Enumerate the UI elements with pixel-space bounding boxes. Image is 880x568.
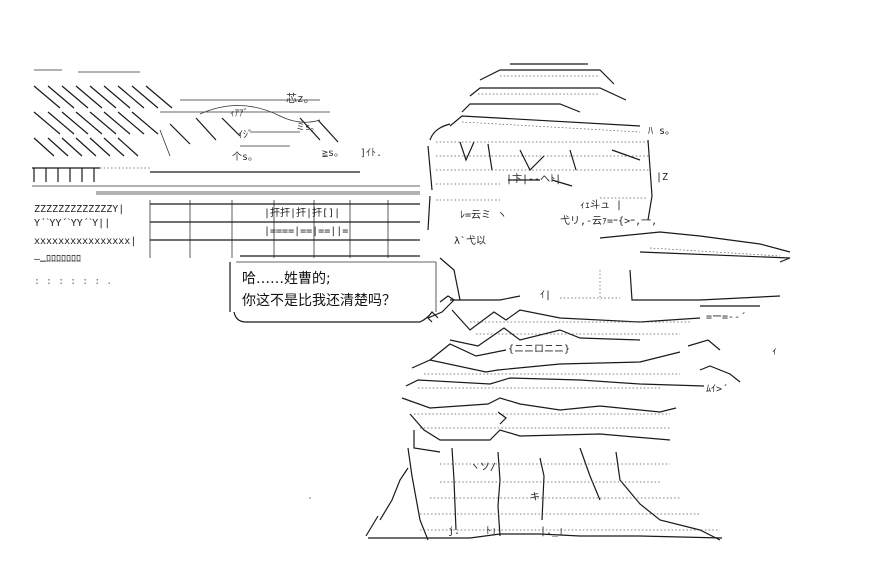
svg-text:|扞扞|扞|扞[]|: |扞扞|扞|扞[]| [264, 207, 340, 219]
svg-text:ﾑｲ>´: ﾑｲ>´ [706, 383, 728, 395]
svg-text:{ニニロニニ}: {ニニロニニ} [508, 344, 570, 355]
svg-text:|._」: |._」 [540, 526, 568, 537]
speech-bubble: 哈……姓曹的; 你这不是比我还清楚吗？ [226, 268, 438, 324]
svg-text:ｲｼﾞ: ｲｼﾞ [238, 129, 253, 141]
svg-text:λ`弋以: λ`弋以 [454, 234, 486, 247]
svg-text:弋リ,-云ｧ=ｰ{>ｰ,一,: 弋リ,-云ｧ=ｰ{>ｰ,一, [560, 214, 657, 227]
svg-text:ｨｪ斗ュ |: ｨｪ斗ュ | [580, 199, 622, 211]
svg-text:=ー=--´: =ー=--´ [706, 311, 746, 323]
svg-text:|卞|--へﾄ|: |卞|--へﾄ| [506, 172, 561, 185]
robed-figure: |Z ﾊ s。 |卞|--へﾄ| ｨｪ斗ュ | ﾚ=云ミ ヽ 弋リ,-云ｧ=ｰ{… [309, 63, 791, 541]
svg-text:ｲ|: ｲ| [540, 290, 551, 301]
speech-bubble-frame [229, 261, 439, 323]
svg-text:≧s。: ≧s。 [322, 148, 344, 159]
dialogue-line-1: 哈……姓曹的; [242, 271, 331, 287]
svg-text:ｨ: ｨ [772, 346, 777, 357]
rooftop-hatching: ミs。 芯z。 ｨｱｱ゛ ｲｼﾞ 个s。 ≧s。 ]ｲﾄ. [33, 69, 382, 163]
svg-text:ヽソ/: ヽソ/ [470, 462, 496, 473]
svg-text:j.: j. [448, 526, 460, 537]
svg-text:キ: キ [530, 492, 540, 503]
svg-text:ZZZZZZZZZZZZZY|: ZZZZZZZZZZZZZY| [34, 204, 124, 215]
svg-text:]ｲﾄ.: ]ｲﾄ. [360, 148, 382, 159]
svg-text:芯z。: 芯z。 [286, 91, 315, 105]
svg-text:: : : : : : .: : : : : : : . [34, 276, 112, 287]
railing: ZZZZZZZZZZZZZY| Y´ˋYY´ˋYY´ˋY|| xxxxxxxxx… [32, 167, 420, 287]
svg-text:ﾚ=云ミ ヽ: ﾚ=云ミ ヽ [460, 210, 507, 221]
svg-text:ｨｱｱ゛: ｨｱｱ゛ [230, 108, 253, 119]
svg-text:|Z: |Z [656, 172, 668, 183]
svg-text:个s。: 个s。 [232, 151, 258, 163]
svg-text:|====|==|==||=: |====|==|==||= [264, 226, 348, 237]
svg-text:xxxxxxxxxxxxxxxx|: xxxxxxxxxxxxxxxx| [34, 236, 136, 247]
dialogue-line-2: 你这不是比我还清楚吗？ [242, 293, 396, 309]
svg-text:ミs。: ミs。 [296, 123, 319, 133]
svg-text:ﾄ」: ﾄ」 [486, 526, 501, 537]
svg-text:Y´ˋYY´ˋYY´ˋY||: Y´ˋYY´ˋYY´ˋY|| [34, 217, 110, 229]
svg-text:—…ﾛﾛﾛﾛﾛﾛﾛ: —…ﾛﾛﾛﾛﾛﾛﾛ [34, 254, 81, 265]
svg-text:ﾊ s。: ﾊ s。 [648, 126, 675, 137]
